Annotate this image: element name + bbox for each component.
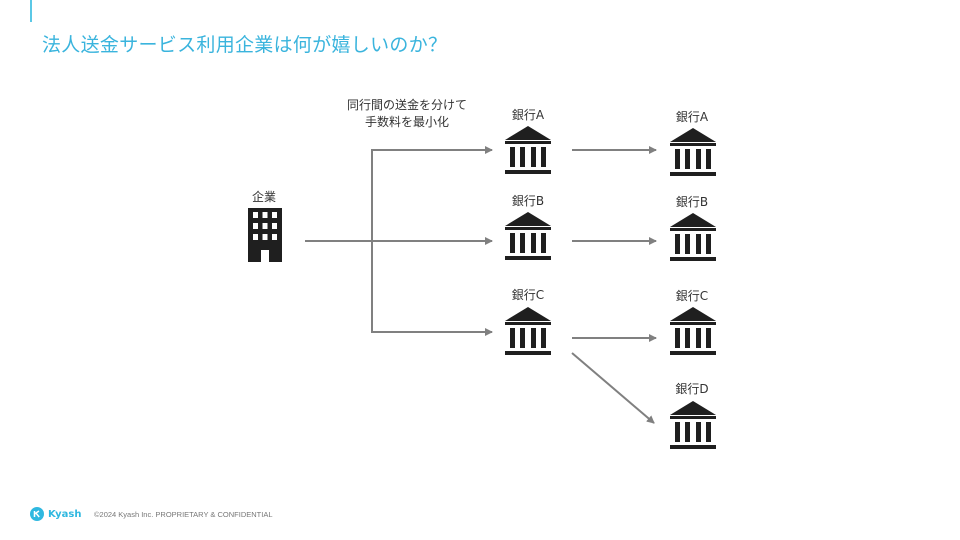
bank-icon [505, 307, 551, 355]
transfer-arrow-d [571, 352, 655, 424]
right-bank-a-label: 銀行A [675, 110, 709, 124]
fee-note-line-2: 手数料を最小化 [364, 115, 449, 129]
right-bank-b-label: 銀行B [675, 195, 709, 209]
middle-bank-a-label: 銀行A [511, 108, 545, 122]
fee-note-line-1: 同行間の送金を分けて [346, 98, 467, 112]
bank-icon [670, 128, 716, 176]
kyash-logo: Kyash [30, 507, 81, 521]
footer-copyright: ©2024 Kyash Inc. PROPRIETARY & CONFIDENT… [94, 510, 273, 519]
fee-note: 同行間の送金を分けて 手数料を最小化 [322, 97, 492, 131]
bank-icon [505, 212, 551, 260]
bank-icon [670, 213, 716, 261]
kyash-logo-text: Kyash [48, 508, 82, 520]
middle-bank-c-label: 銀行C [511, 288, 545, 302]
middle-bank-b-label: 銀行B [511, 194, 545, 208]
title-accent-line [30, 0, 32, 22]
company-label: 企業 [251, 190, 276, 204]
kyash-logo-icon [30, 507, 44, 521]
company-building-icon [248, 208, 282, 262]
right-bank-c-label: 銀行C [675, 289, 709, 303]
right-bank-d-label: 銀行D [675, 382, 709, 396]
slide-title: 法人送金サービス利用企業は何が嬉しいのか？ [42, 34, 448, 56]
bank-icon [670, 307, 716, 355]
bank-icon [670, 401, 716, 449]
bank-icon [505, 126, 551, 174]
